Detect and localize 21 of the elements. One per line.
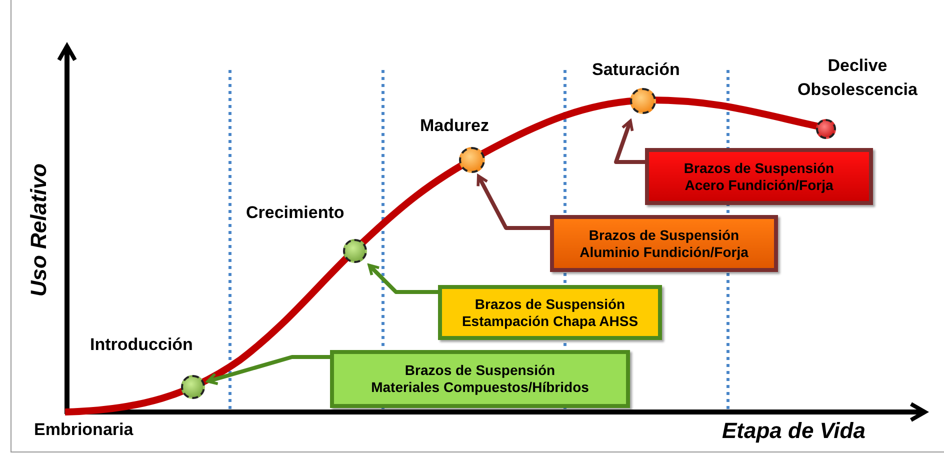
arrow xyxy=(368,264,438,294)
axis-title: Etapa de Vida xyxy=(722,418,866,444)
arrow xyxy=(206,355,330,386)
material-box: Brazos de Suspensión Acero Fundición/Forja xyxy=(645,148,873,205)
arrow xyxy=(476,174,550,230)
arrow xyxy=(614,119,645,164)
stage-label: Crecimiento xyxy=(246,203,344,223)
curve-point-marker xyxy=(343,239,367,263)
stage-label: Saturación xyxy=(592,60,680,80)
curve-point-marker xyxy=(630,88,656,114)
axis-title: Uso Relativo xyxy=(26,163,52,297)
curve-point-marker xyxy=(459,147,485,173)
material-box: Brazos de Suspensión Aluminio Fundición/Forja xyxy=(550,215,778,272)
material-box: Brazos de Suspensión Materiales Compuestos/Híbridos xyxy=(330,350,630,408)
curve-point-marker xyxy=(181,375,205,399)
stage-label: Declive Obsolescencia xyxy=(796,55,918,101)
stage-label: Embrionaria xyxy=(34,420,134,440)
material-box: Brazos de Suspensión Estampación Chapa AHSS xyxy=(438,285,662,340)
stage-label: Madurez xyxy=(420,116,489,136)
stage-label: Introducción xyxy=(90,335,193,355)
curve-point-marker xyxy=(816,119,836,139)
